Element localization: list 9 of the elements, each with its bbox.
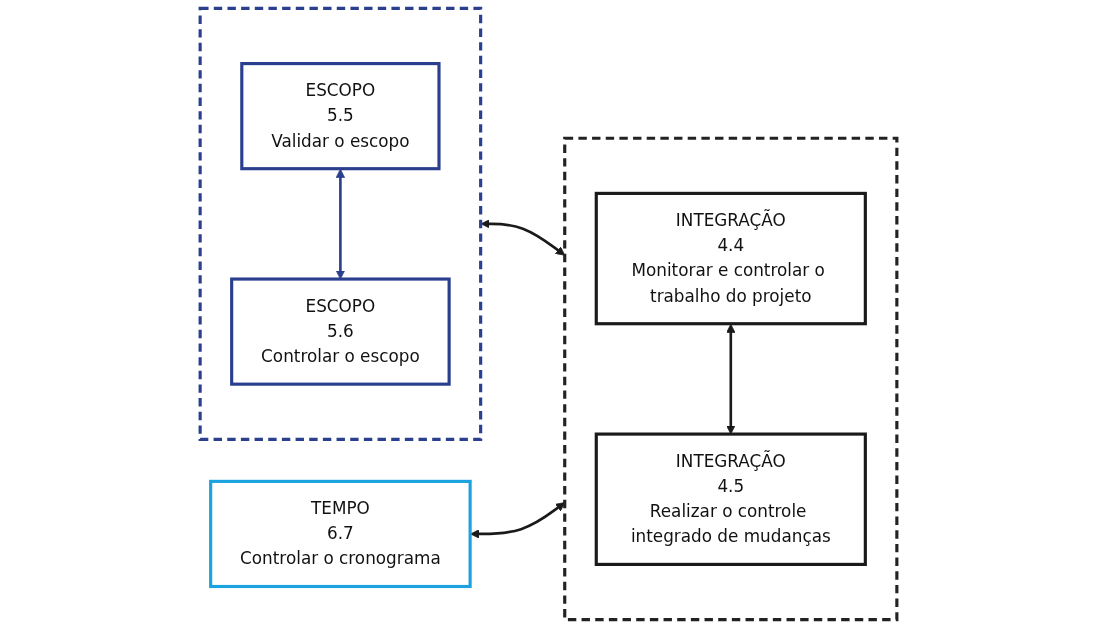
- node-box: [209, 479, 472, 589]
- node-box: [594, 432, 867, 566]
- arrow: [335, 168, 345, 280]
- cluster: [563, 136, 899, 622]
- node-box: [594, 191, 867, 326]
- arrow: [726, 323, 736, 435]
- node-box: [240, 62, 441, 171]
- node-box: [230, 277, 451, 386]
- cluster: [198, 6, 483, 441]
